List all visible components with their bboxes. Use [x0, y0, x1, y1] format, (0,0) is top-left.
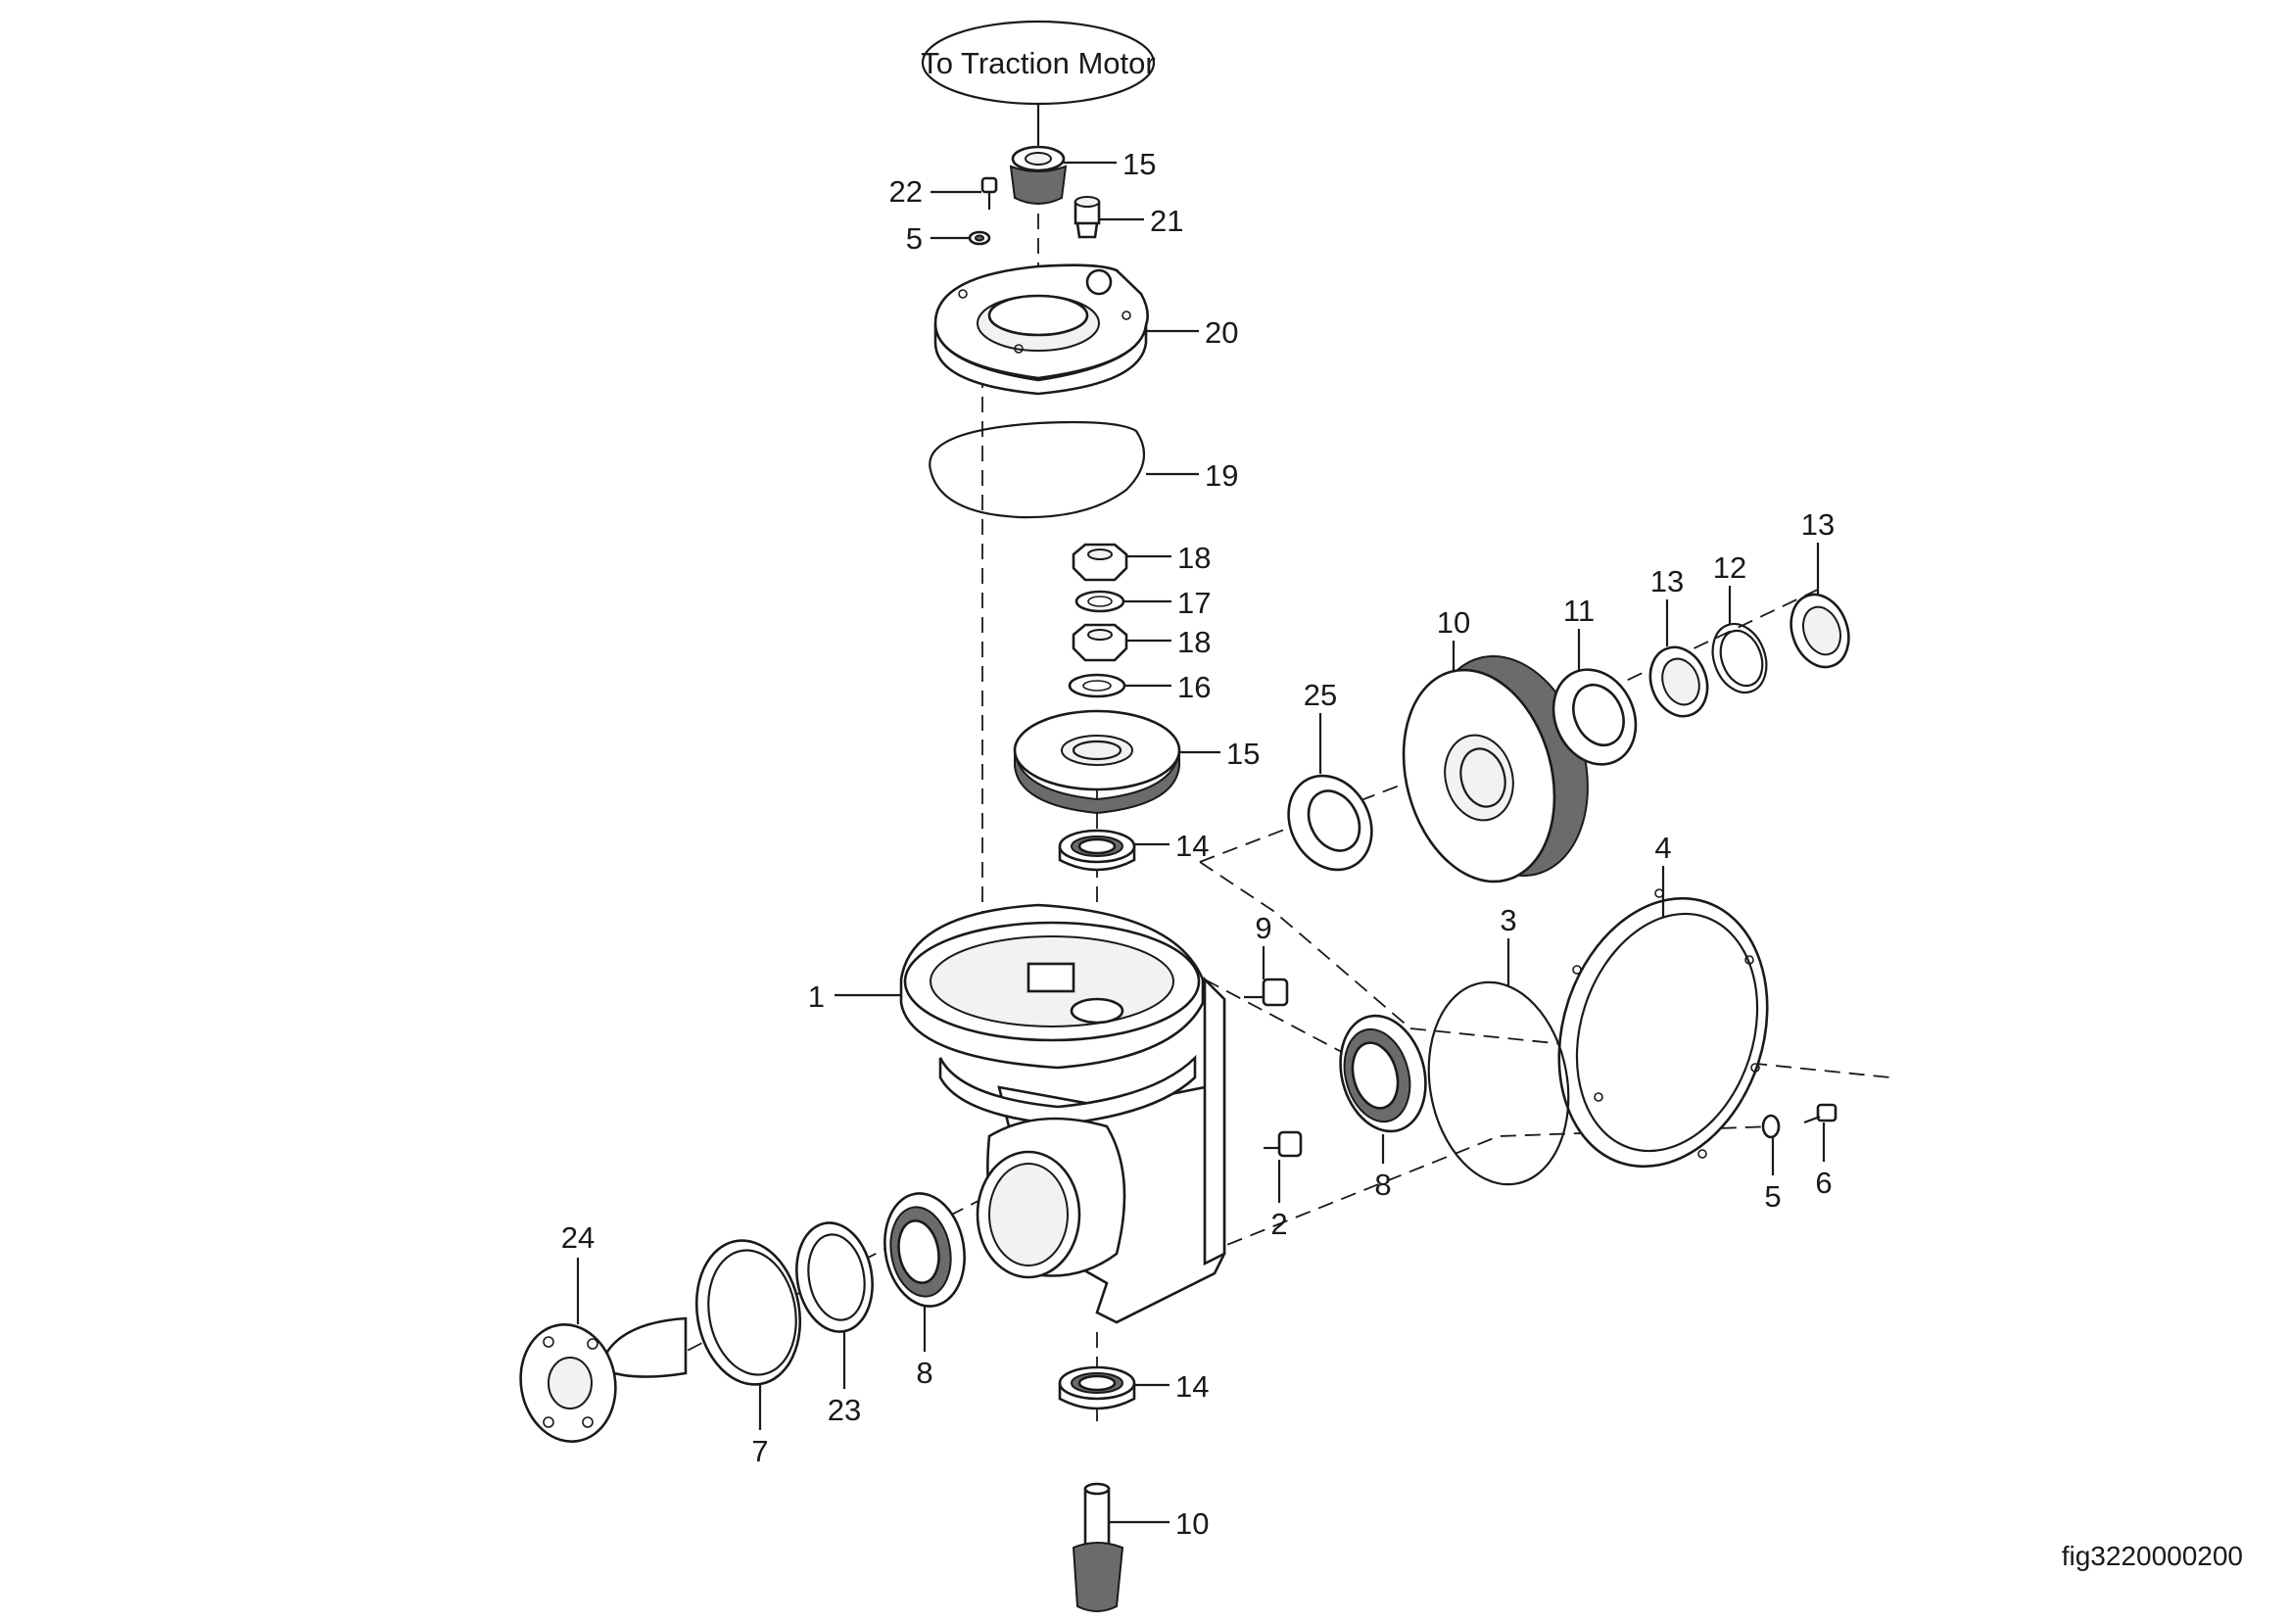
part-13-race-right: [1790, 593, 1850, 669]
callout-10-shaft: 10: [1175, 1506, 1209, 1541]
callout-5-top: 5: [906, 221, 923, 256]
callout-7: 7: [751, 1434, 768, 1468]
part-12-snap-ring: [1711, 622, 1768, 694]
part-20-cover-plate: [933, 263, 1149, 396]
callout-17: 17: [1177, 586, 1211, 620]
callout-2: 2: [1270, 1207, 1287, 1241]
part-11-spacer: [1551, 668, 1638, 766]
part-2-plug: [1264, 1130, 1303, 1158]
part-10-pinion-shaft: [1072, 1482, 1124, 1612]
part-5-washer-right: [1761, 1114, 1781, 1139]
part-8-bearing-left: [883, 1192, 966, 1308]
callout-23: 23: [828, 1393, 861, 1427]
part-9-plug: [1244, 978, 1289, 1007]
traction-motor-label: To Traction Motor: [921, 46, 1155, 80]
callout-15-top: 15: [1122, 147, 1156, 181]
traction-motor-callout: To Traction Motor: [921, 20, 1156, 145]
callout-1: 1: [808, 979, 825, 1014]
part-1-gear-housing: [899, 903, 1226, 1324]
callout-22: 22: [889, 174, 923, 209]
callout-15-gear: 15: [1226, 737, 1260, 771]
part-13-race-left: [1648, 645, 1709, 718]
part-14-bearing-upper: [1058, 829, 1136, 872]
part-15-pinion-gear: [1009, 145, 1068, 205]
leader-lines: [576, 161, 1826, 1524]
part-18-nut-upper: [1072, 543, 1128, 582]
part-7-seal: [694, 1239, 802, 1386]
part-21-plug: [1074, 196, 1101, 239]
part-17-washer: [1074, 590, 1125, 613]
part-18-nut-lower: [1072, 623, 1128, 662]
part-16-lock-washer: [1068, 673, 1126, 698]
part-14-bearing-lower: [1058, 1365, 1136, 1410]
part-10-ring-gear: [1402, 655, 1589, 884]
callout-13-right: 13: [1801, 507, 1835, 542]
callout-25: 25: [1304, 678, 1337, 712]
part-19-o-ring: [929, 420, 1146, 519]
callout-numbers: 15 22 5 21 20 19 18 17 18 16 15 14 25 10…: [561, 147, 1835, 1541]
part-8-bearing-right: [1339, 1014, 1427, 1133]
callout-10-ring-gear: 10: [1437, 605, 1470, 640]
callout-3: 3: [1500, 903, 1516, 937]
figure-id: fig3220000200: [2062, 1541, 2243, 1571]
part-25-spacer: [1287, 774, 1373, 872]
part-5-washer-top: [968, 230, 991, 246]
part-15-bevel-gear: [1013, 709, 1181, 815]
part-6-screw: [1803, 1103, 1838, 1124]
callout-5-right: 5: [1764, 1179, 1781, 1214]
part-4-cover-flange: [1557, 888, 1769, 1169]
callout-18-lower: 18: [1177, 625, 1211, 659]
callout-19: 19: [1205, 458, 1238, 493]
callout-8-left: 8: [916, 1356, 932, 1390]
callout-21: 21: [1150, 204, 1183, 238]
callout-14-lower: 14: [1175, 1369, 1209, 1404]
part-24-output-flange: [519, 1316, 688, 1443]
callout-13-left: 13: [1650, 564, 1684, 598]
callout-11: 11: [1563, 594, 1595, 628]
callout-6: 6: [1815, 1166, 1832, 1200]
callout-20: 20: [1205, 315, 1238, 350]
callout-14-upper: 14: [1175, 829, 1209, 863]
callout-8-right: 8: [1374, 1168, 1391, 1202]
callout-16: 16: [1177, 670, 1211, 704]
part-22-screw: [980, 176, 998, 210]
part-23-shim: [795, 1221, 874, 1333]
callout-12: 12: [1713, 550, 1746, 585]
callout-9: 9: [1255, 911, 1271, 945]
part-3-o-ring: [1427, 980, 1570, 1186]
callout-18-upper: 18: [1177, 541, 1211, 575]
callout-24: 24: [561, 1220, 595, 1255]
callout-4: 4: [1654, 831, 1671, 865]
